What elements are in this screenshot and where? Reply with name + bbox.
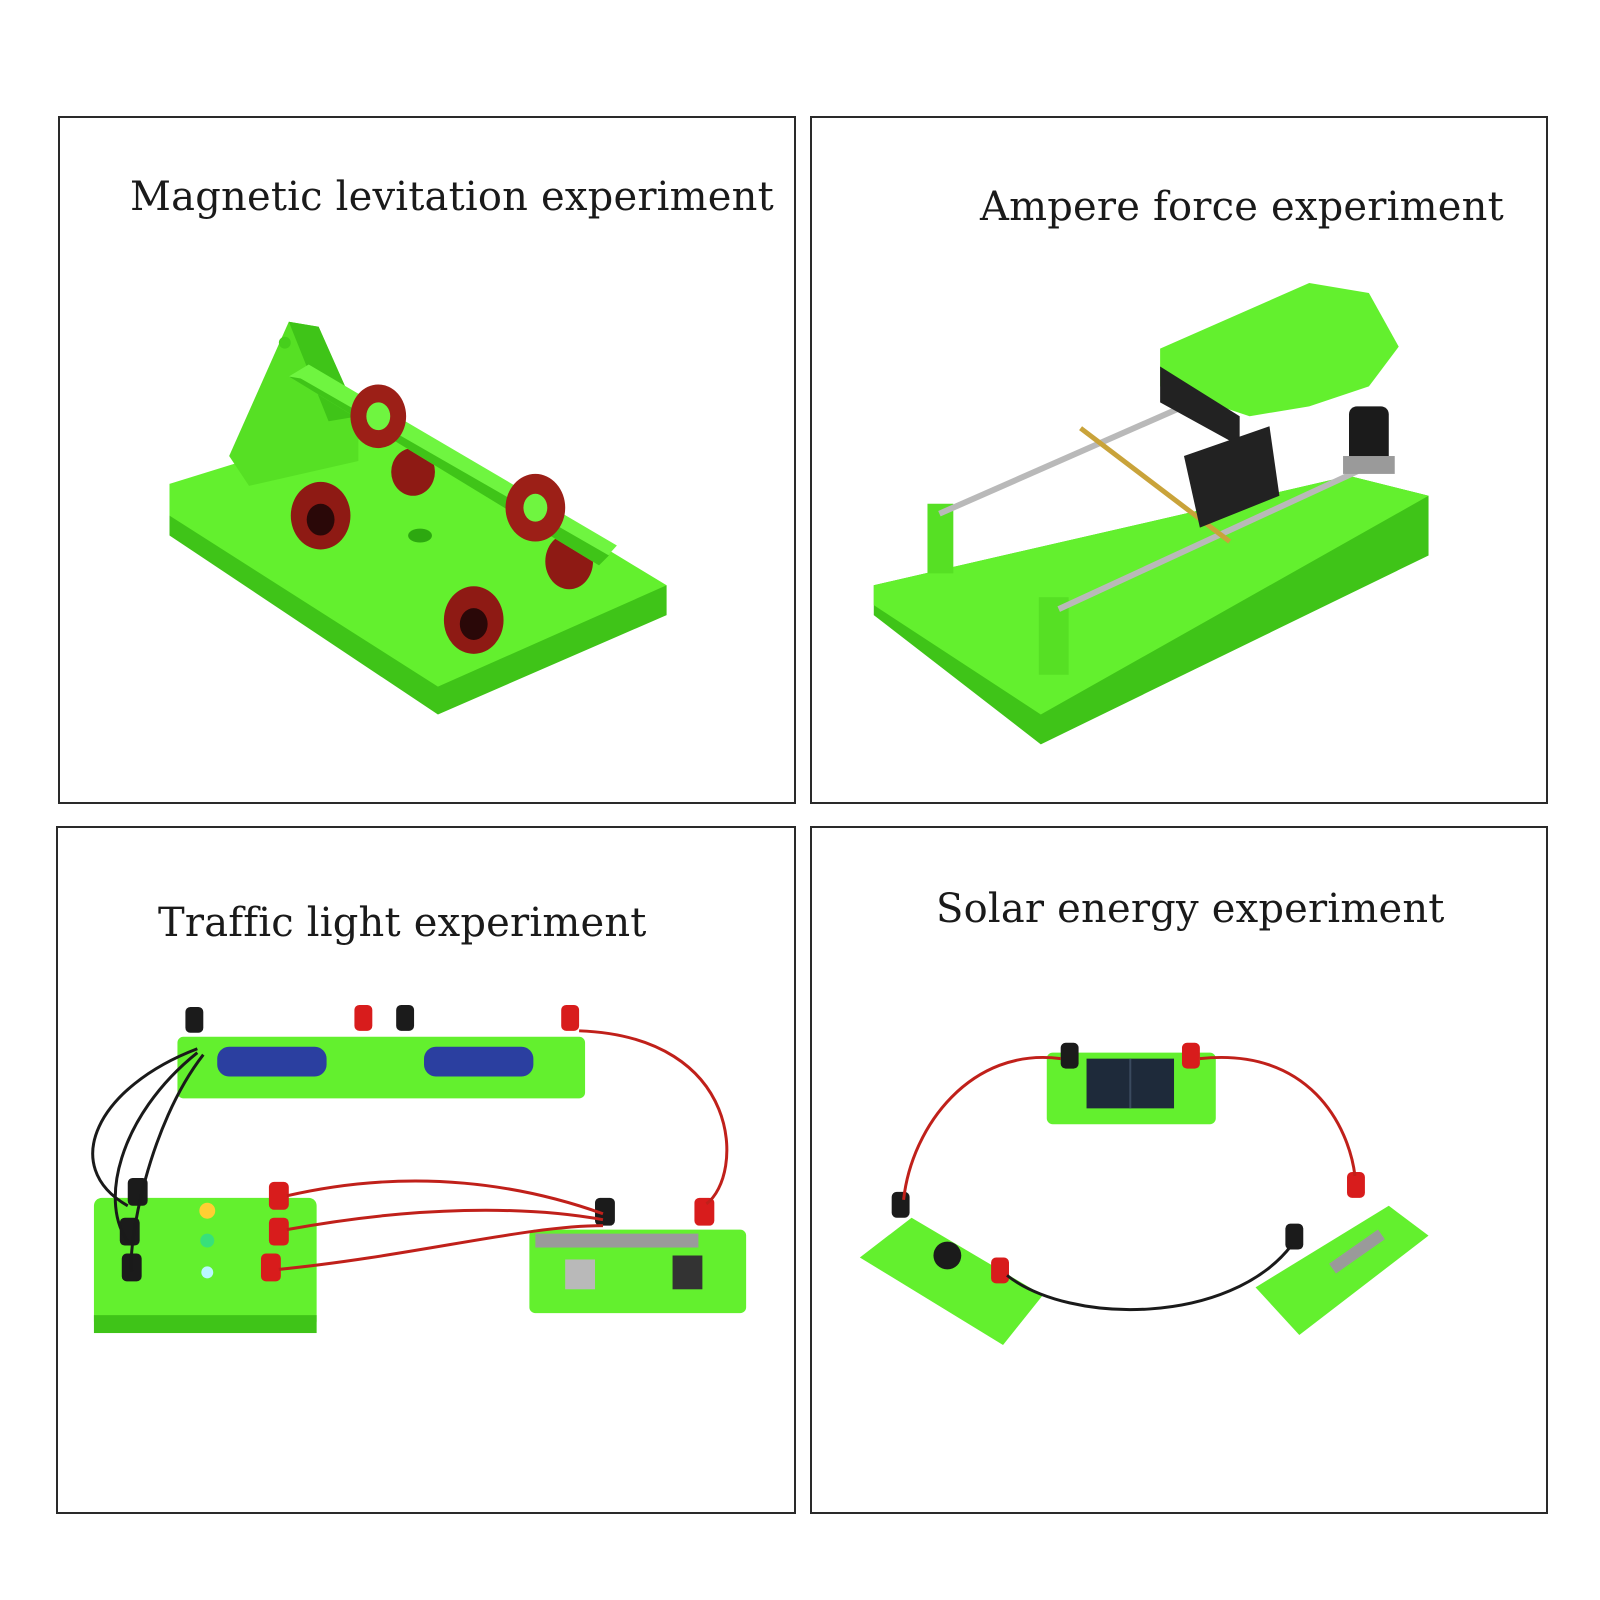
panel-magnetic-levitation: Magnetic levitation experiment bbox=[58, 116, 796, 804]
panel-title: Magnetic levitation experiment bbox=[130, 174, 774, 220]
panel-title: Solar energy experiment bbox=[936, 886, 1445, 932]
ampere-force-kit-photo bbox=[873, 283, 1429, 745]
magnetic-levitation-kit-photo bbox=[169, 321, 667, 715]
panel-ampere-force: Ampere force experiment bbox=[810, 116, 1548, 804]
panel-title: Traffic light experiment bbox=[158, 900, 647, 946]
panel-title: Ampere force experiment bbox=[980, 184, 1504, 230]
solar-energy-kit-photo bbox=[859, 1042, 1429, 1345]
panel-solar-energy: Solar energy experiment bbox=[810, 826, 1548, 1514]
traffic-light-kit-photo bbox=[91, 1004, 747, 1334]
panel-traffic-light: Traffic light experiment bbox=[56, 826, 796, 1514]
